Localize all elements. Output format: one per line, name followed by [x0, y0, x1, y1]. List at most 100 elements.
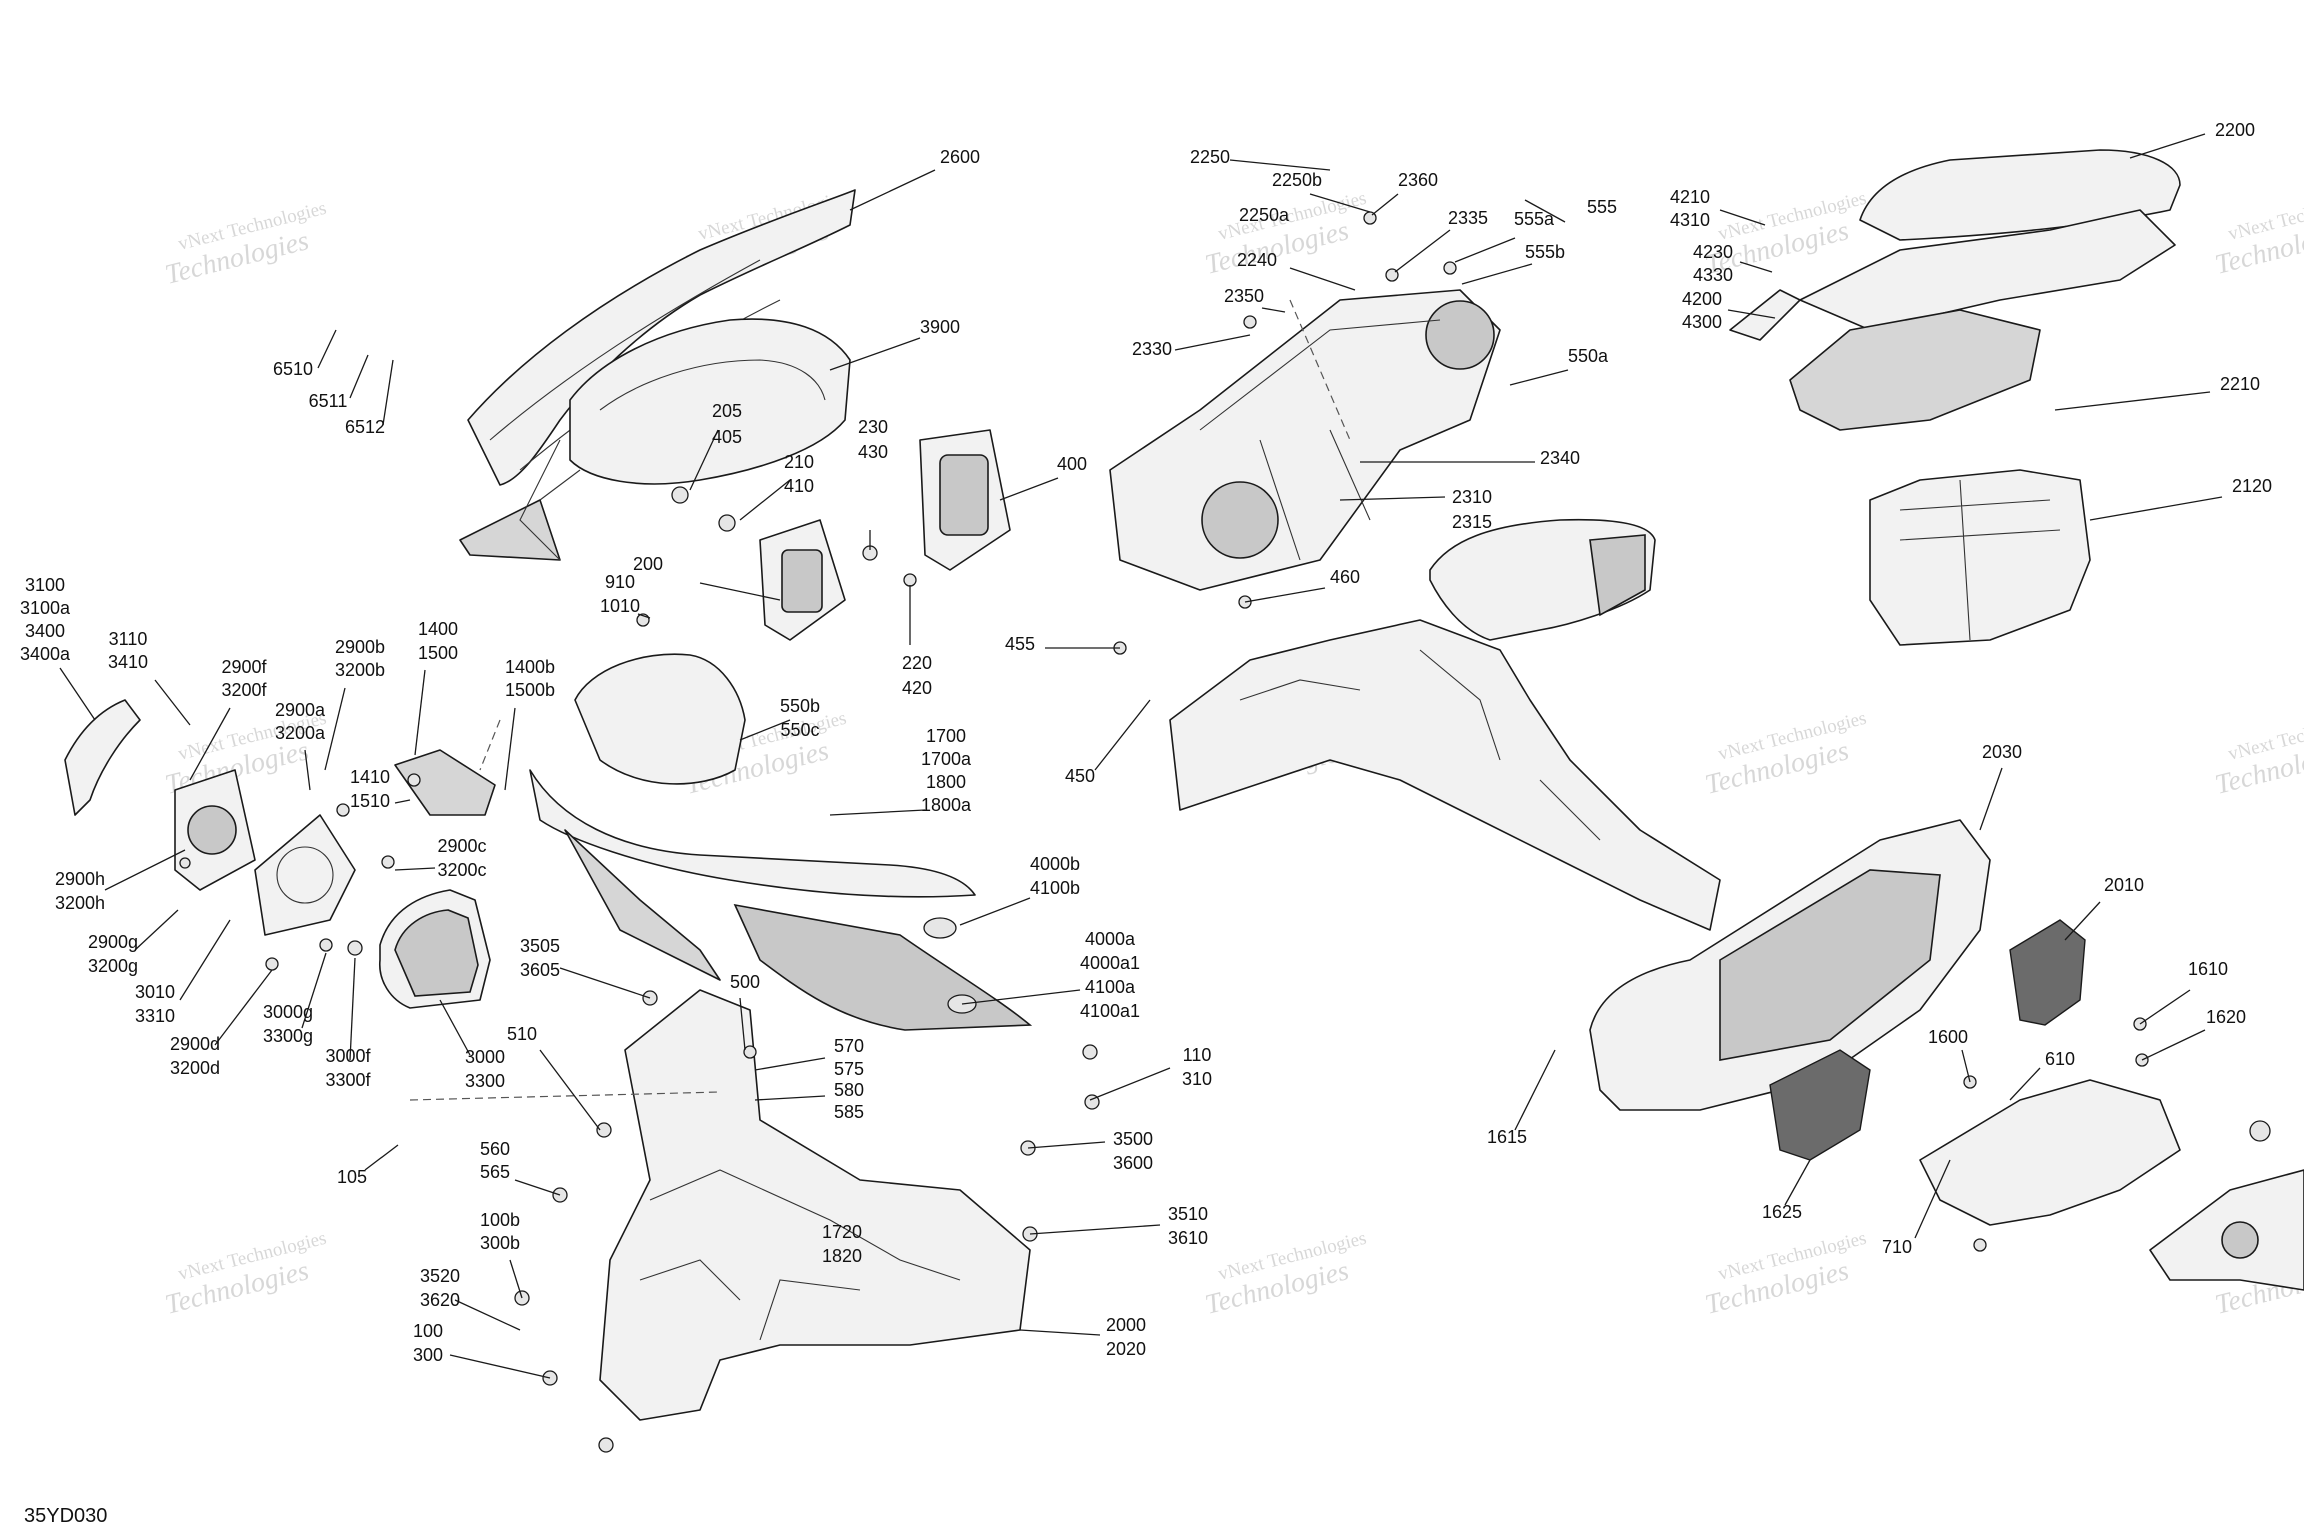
fastener — [596, 1122, 612, 1138]
callout-label: 2900b — [335, 637, 385, 657]
callout-label: 3100a — [20, 598, 71, 618]
inner-fender-450-part — [1169, 619, 1721, 931]
callout-label: 2250 — [1190, 147, 1230, 167]
callout-label: 1625 — [1762, 1202, 1802, 1222]
leader-line — [324, 687, 346, 771]
callout-label: 2250b — [1272, 170, 1322, 190]
callout-label: 3500 — [1113, 1129, 1153, 1149]
leader-line — [1524, 199, 1566, 223]
fastener — [407, 773, 421, 787]
mirror-glass-3000-part — [394, 909, 479, 997]
storage-bin-detail — [1899, 479, 2061, 641]
callout-label: 3000 — [465, 1047, 505, 1067]
callout-label: 500 — [730, 972, 760, 992]
mirror-mount-2900a-part — [254, 814, 356, 936]
leader-line — [1509, 369, 1569, 386]
hidden-line — [479, 719, 501, 771]
callout-label: 105 — [337, 1167, 367, 1187]
lower-body-100-part — [599, 989, 1031, 1421]
callout-label: 555 — [1587, 197, 1617, 217]
leader-line — [2129, 133, 2206, 159]
fairing-lower-lip-part — [459, 499, 561, 561]
callout-label: 2210 — [2220, 374, 2260, 394]
callout-label: 1820 — [822, 1246, 862, 1266]
fastener — [2249, 1120, 2271, 1142]
callout-label: 1800a — [921, 795, 972, 815]
leader-lines — [59, 133, 2223, 1379]
watermark: vNext Technologies Technologies — [1702, 1228, 1869, 1321]
callout-label: 555a — [1514, 209, 1555, 229]
leader-line — [394, 799, 411, 804]
leader-line — [1261, 307, 1286, 313]
callout-label: 6510 — [273, 359, 313, 379]
leader-line — [504, 707, 516, 791]
leader-line — [179, 919, 231, 1001]
callout-label: 3100 — [25, 575, 65, 595]
callout-label: 3900 — [920, 317, 960, 337]
leader-line — [1339, 496, 1446, 501]
fastener — [743, 1045, 757, 1059]
leader-line — [454, 1299, 521, 1331]
parts — [64, 149, 2304, 1453]
side-panel-1700-part — [529, 769, 976, 898]
frame-detail — [1199, 319, 1441, 561]
callout-label: 4000a — [1085, 929, 1136, 949]
leader-line — [449, 1354, 551, 1379]
callout-label: 3600 — [1113, 1153, 1153, 1173]
callout-label: 2600 — [940, 147, 980, 167]
bracket-1600-part — [1919, 1079, 2181, 1226]
leader-line — [301, 952, 327, 1029]
headlight-lens-400-part — [939, 454, 989, 536]
front-fascia-opening — [1719, 869, 1941, 1061]
mirror-upper-glass-part — [1589, 534, 1646, 617]
fastener — [265, 957, 279, 971]
leader-line — [1027, 1141, 1106, 1149]
callout-label: 2315 — [1452, 512, 1492, 532]
callout-label: 100 — [413, 1321, 443, 1341]
leader-line — [394, 867, 436, 871]
leader-line — [637, 613, 651, 619]
fastener — [1973, 1238, 1987, 1252]
upper-cover-2200-part — [1859, 149, 2181, 241]
callout-label: 2250a — [1239, 205, 1290, 225]
callout-label: 3200g — [88, 956, 138, 976]
leader-line — [1229, 159, 1331, 171]
leader-line — [539, 1049, 601, 1131]
callout-label: 4200 — [1682, 289, 1722, 309]
leader-line — [2009, 1067, 2041, 1101]
callout-label: 300 — [413, 1345, 443, 1365]
callout-label: 4310 — [1670, 210, 1710, 230]
leader-line — [1727, 309, 1776, 319]
callout-label: 3300 — [465, 1071, 505, 1091]
callout-label: 310 — [1182, 1069, 1212, 1089]
storage-bin-2120-part — [1869, 469, 2091, 646]
fastener — [336, 803, 350, 817]
leader-line — [1961, 1049, 1971, 1083]
callout-label: 3200h — [55, 893, 105, 913]
leader-line — [59, 667, 96, 721]
leader-line — [999, 477, 1059, 501]
callout-label: 570 — [834, 1036, 864, 1056]
callout-label: 4230 — [1693, 242, 1733, 262]
callout-label: 110 — [1183, 1045, 1212, 1065]
leader-line — [1461, 263, 1533, 285]
callout-label: 450 — [1065, 766, 1095, 786]
callout-label: 610 — [2045, 1049, 2075, 1069]
leader-line — [754, 1095, 826, 1101]
callout-label: 3200f — [221, 680, 267, 700]
leader-line — [739, 997, 746, 1051]
callout-label: 4100a1 — [1080, 1001, 1140, 1021]
leader-line — [414, 669, 426, 756]
fastener — [1243, 315, 1257, 329]
leader-line — [1089, 1067, 1171, 1101]
fastener — [598, 1437, 614, 1453]
grille-2020-part — [2009, 919, 2086, 1026]
callout-label: 2340 — [1540, 448, 1580, 468]
callout-label: 400 — [1057, 454, 1087, 474]
callout-label: 3610 — [1168, 1228, 1208, 1248]
fastener — [903, 573, 917, 587]
callout-label: 2240 — [1237, 250, 1277, 270]
callout-label: 2900g — [88, 932, 138, 952]
callout-label: 205 — [712, 401, 742, 421]
callout-label: 2360 — [1398, 170, 1438, 190]
